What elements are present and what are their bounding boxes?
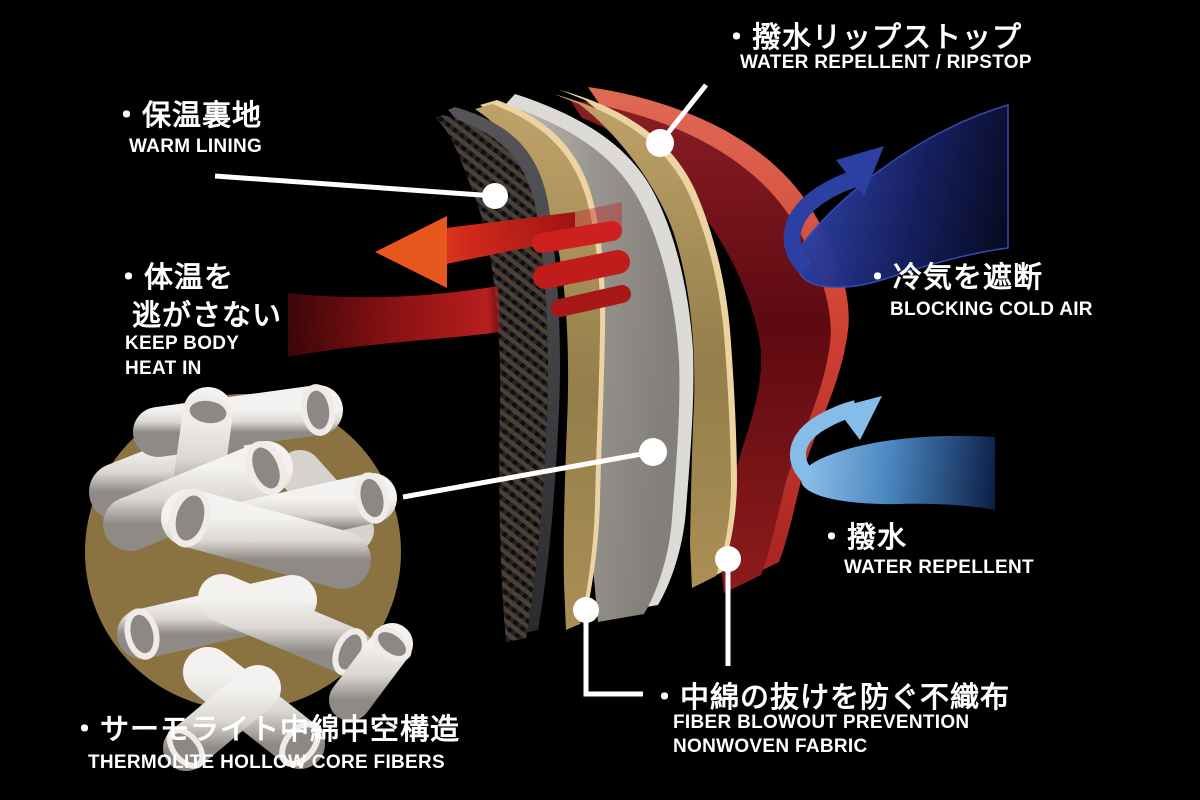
heat-ribbon-icon bbox=[288, 286, 500, 357]
label-nonwoven-jp: ・中綿の抜けを防ぐ不織布 bbox=[650, 682, 1011, 714]
label-block-cold-en: BLOCKING COLD AIR bbox=[890, 299, 1093, 320]
heat-arrow-icon bbox=[375, 202, 631, 317]
cold-air-arrow-navy-icon bbox=[783, 103, 1009, 288]
label-warm-lining-jp: ・保温裏地 bbox=[112, 100, 263, 132]
label-nonwoven-en-2: NONWOVEN FABRIC bbox=[673, 736, 868, 757]
callout-dots bbox=[482, 129, 741, 623]
label-water-repellent-en: WATER REPELLENT bbox=[844, 557, 1034, 578]
label-water-repellent-jp: ・撥水 bbox=[817, 522, 908, 554]
label-keep-heat-en-1: KEEP BODY bbox=[125, 333, 240, 354]
label-ripstop-en: WATER REPELLENT / RIPSTOP bbox=[740, 52, 1032, 73]
label-thermolite-en: THERMOLITE HOLLOW CORE FIBERS bbox=[88, 752, 446, 773]
cold-air-arrow-blue-icon bbox=[789, 396, 995, 510]
label-block-cold-jp: ・冷気を遮断 bbox=[863, 262, 1044, 294]
callout-lines bbox=[214, 83, 731, 697]
label-warm-lining-en: WARM LINING bbox=[129, 136, 263, 157]
label-keep-heat-en-2: HEAT IN bbox=[125, 358, 202, 379]
label-ripstop-jp: ・撥水リップストップ bbox=[722, 22, 1023, 54]
hollow-fiber-inset bbox=[85, 384, 413, 771]
label-nonwoven-en-1: FIBER BLOWOUT PREVENTION bbox=[673, 712, 970, 733]
label-keep-heat-jp-2: 逃がさない bbox=[132, 300, 283, 332]
label-keep-heat-jp-1: ・体温を bbox=[114, 262, 235, 294]
label-thermolite-jp: ・サーモライト中綿中空構造 bbox=[70, 714, 461, 746]
